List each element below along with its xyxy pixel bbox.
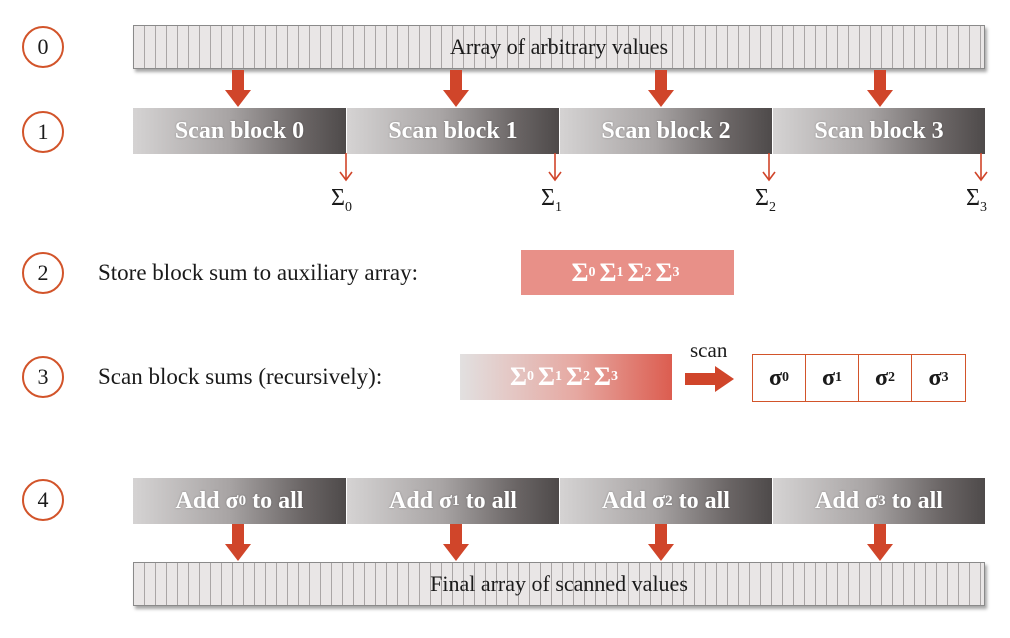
- output-array: Final array of scanned values: [133, 562, 985, 606]
- thin-down-arrow-icon: [339, 153, 353, 182]
- scan-block-3: Scan block 3: [772, 108, 985, 154]
- down-arrow-icon: [867, 70, 893, 107]
- thin-down-arrow-icon: [762, 153, 776, 182]
- step-4-badge: 4: [22, 479, 64, 521]
- scan-block-2: Scan block 2: [559, 108, 772, 154]
- input-array: Array of arbitrary values: [133, 25, 985, 69]
- block-sum-2: Σ2: [755, 185, 776, 215]
- block-sum-0: Σ0: [331, 185, 352, 215]
- right-arrow-icon: [685, 366, 734, 392]
- scan-label: scan: [690, 338, 728, 362]
- output-array-label: Final array of scanned values: [430, 571, 688, 596]
- thin-down-arrow-icon: [974, 153, 988, 182]
- block-sum-3: Σ3: [966, 185, 987, 215]
- scan-block-0: Scan block 0: [133, 108, 346, 154]
- block-sum-1: Σ1: [541, 185, 562, 215]
- down-arrow-icon: [225, 524, 251, 561]
- down-arrow-icon: [867, 524, 893, 561]
- step-1-badge: 1: [22, 111, 64, 153]
- input-array-label: Array of arbitrary values: [449, 34, 669, 59]
- scan-block-1: Scan block 1: [346, 108, 559, 154]
- down-arrow-icon: [648, 524, 674, 561]
- thin-down-arrow-icon: [548, 153, 562, 182]
- down-arrow-icon: [443, 70, 469, 107]
- step-3-description: Scan block sums (recursively):: [98, 364, 383, 389]
- step-0-badge: 0: [22, 26, 64, 68]
- down-arrow-icon: [443, 524, 469, 561]
- step-2-badge: 2: [22, 252, 64, 294]
- down-arrow-icon: [225, 70, 251, 107]
- down-arrow-icon: [648, 70, 674, 107]
- step-2-description: Store block sum to auxiliary array:: [98, 260, 419, 285]
- step-3-badge: 3: [22, 356, 64, 398]
